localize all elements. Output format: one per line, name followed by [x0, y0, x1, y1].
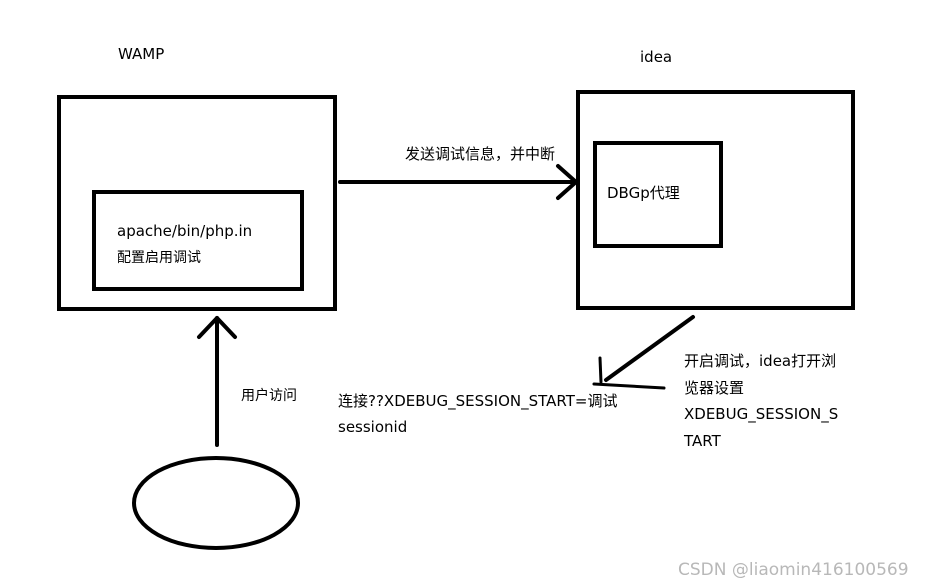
idea-title: idea — [640, 48, 673, 66]
user-ellipse — [132, 456, 300, 550]
php-config-path: apache/bin/php.in — [117, 222, 253, 240]
php-config-note: 配置启用调试 — [117, 250, 201, 266]
dbgp-proxy-label: DBGp代理 — [607, 184, 680, 202]
idea-box — [576, 90, 855, 310]
dbgp-proxy-box — [593, 141, 723, 248]
php-config-box — [92, 190, 304, 291]
idea-note-line1: 开启调试，idea打开浏 — [684, 352, 837, 370]
user-access-label: 用户访问 — [241, 388, 297, 404]
wamp-title: WAMP — [118, 45, 165, 63]
idea-setting-line — [604, 315, 695, 382]
idea-note-line2: 览器设置 — [684, 379, 745, 397]
idea-note-line3: XDEBUG_SESSION_S — [684, 405, 839, 423]
connect-label-line2: sessionid — [338, 418, 408, 436]
connect-underline — [592, 382, 666, 390]
user-access-arrow-head — [197, 316, 237, 339]
send-arrow-label: 发送调试信息，并中断 — [405, 145, 556, 163]
csdn-watermark: CSDN @liaomin416100569 — [678, 560, 909, 580]
wamp-box — [57, 95, 337, 311]
connect-label-line1: 连接??XDEBUG_SESSION_START=调试 — [338, 392, 618, 410]
send-arrow-head — [556, 164, 578, 200]
idea-note-line4: TART — [684, 432, 721, 450]
connect-tick — [598, 356, 603, 384]
